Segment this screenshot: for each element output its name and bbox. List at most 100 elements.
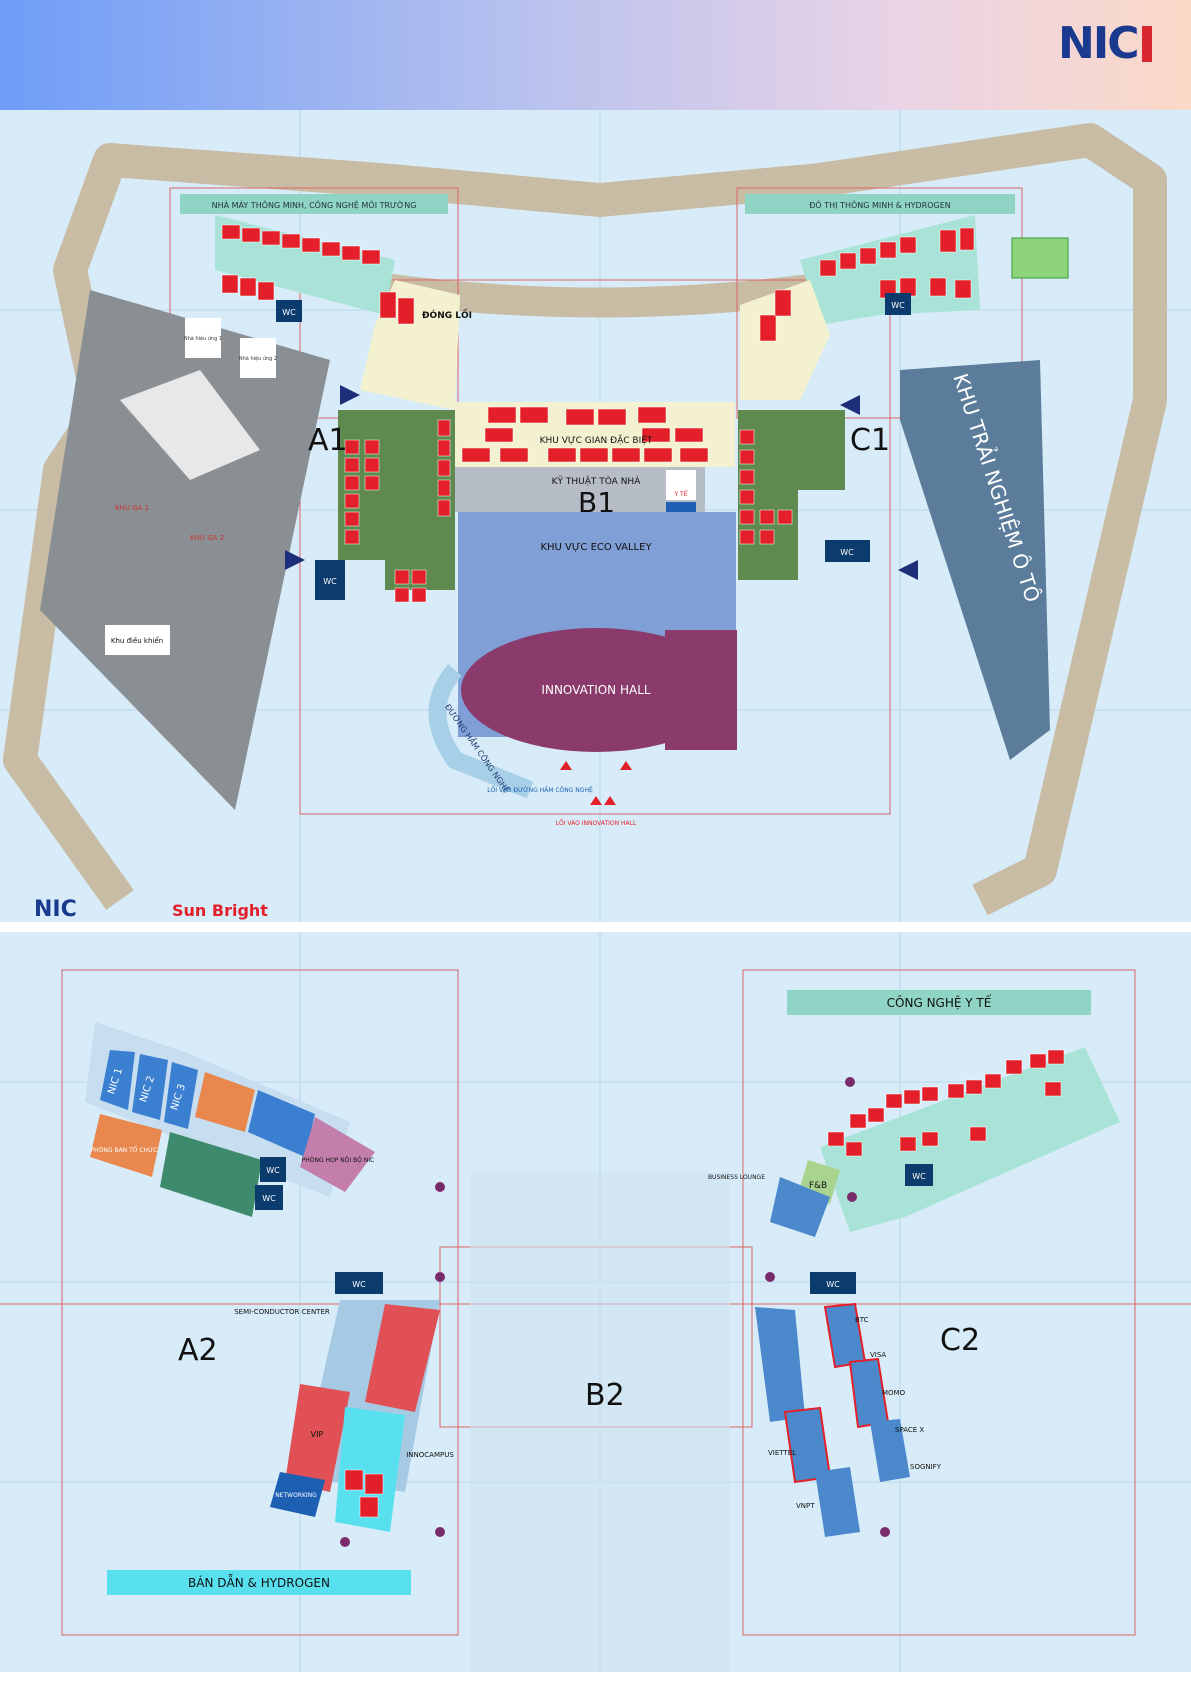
zone-c2-title: CÔNG NGHỆ Y TẾ	[887, 994, 992, 1010]
exhibitor-momo: MOMO	[882, 1389, 906, 1397]
zone-a-title: NHÀ MÁY THÔNG MINH, CÔNG NGHỆ MÔI TRƯỜNG	[212, 199, 417, 211]
exhibitor-sognify: SOGNIFY	[910, 1463, 942, 1471]
a1-wc-2-label: WC	[323, 577, 337, 586]
a2-wc-1-label: WC	[266, 1166, 280, 1175]
entrance-tunnel-label: LỐI VÀO ĐƯỜNG HẦM CÔNG NGHỆ	[487, 786, 593, 794]
a2-wc-3	[335, 1272, 383, 1294]
special-zone-label: KHU VỰC GIAN ĐẶC BIỆT	[540, 434, 653, 446]
map-floor-1: NHÀ MÁY THÔNG MINH, CÔNG NGHỆ MÔI TRƯỜNG…	[0, 110, 1191, 922]
stage	[120, 370, 260, 480]
innovation-hall	[461, 628, 731, 752]
lobby-1-box	[185, 318, 221, 358]
c2-wc-1-label: WC	[912, 1172, 926, 1181]
exhibitor-btc: BTC	[855, 1316, 869, 1324]
zone-c-title-bar	[745, 194, 1015, 214]
access-arrows	[285, 385, 918, 580]
a2-networking-label: NETWORKING	[275, 1492, 317, 1499]
zone-a2-outline	[61, 969, 459, 1636]
label-c2: C2	[940, 1323, 980, 1358]
area-1-label: KHU GA 1	[115, 504, 149, 512]
teal-block	[160, 1132, 262, 1217]
zone-a2-title: BÁN DẪN & HYDROGEN	[188, 1574, 330, 1590]
a2-networking	[270, 1472, 325, 1517]
vip-block	[285, 1384, 350, 1492]
a2-wc-2-label: WC	[262, 1194, 276, 1203]
fnb-label: F&B	[809, 1181, 827, 1191]
c2-wc-2-label: WC	[826, 1280, 840, 1289]
zone-c2-title-bar	[787, 990, 1091, 1015]
nic-logo-text: NIC	[1058, 18, 1139, 69]
meeting-room-label: PHÒNG HỌP NỘI BỘ NIC	[302, 1157, 375, 1164]
c1-booths	[739, 227, 975, 545]
c1-green-2	[790, 410, 845, 490]
c1-wc-2-label: WC	[840, 548, 854, 557]
zone-c-outline	[736, 187, 1023, 419]
green-field-box	[1011, 237, 1069, 279]
page-footer	[0, 1672, 1191, 1685]
c1-wc-1	[885, 293, 911, 315]
c2-wc-1	[905, 1164, 933, 1186]
innovation-hall-label: INNOVATION HALL	[541, 683, 650, 697]
innocampus-block	[335, 1407, 405, 1532]
c2-lower-booths	[755, 1302, 910, 1537]
zone-a2-title-bar	[107, 1570, 411, 1595]
building-tech-area	[455, 467, 705, 512]
medical-box	[666, 470, 696, 500]
org-room-2	[195, 1072, 255, 1132]
exhibitor-viettel: VIETTEL	[768, 1449, 796, 1457]
innovation-hall-tail	[665, 630, 737, 750]
nic-rooms	[100, 1050, 198, 1129]
innocampus-booths	[344, 1469, 384, 1518]
c1-wc-2	[825, 540, 870, 562]
tunnel	[428, 664, 534, 799]
building-tech-label: KỸ THUẬT TÒA NHÀ	[552, 475, 642, 487]
exit-label: ĐÓNG LỐI	[422, 308, 472, 321]
lobby-2-label: Nhà hiệu ứng 2	[239, 355, 277, 362]
entrance-hall-label: LỐI VÀO INNOVATION HALL	[556, 819, 637, 827]
org-room-1	[90, 1114, 162, 1177]
exhibitor-vnpt: VNPT	[796, 1502, 815, 1510]
lobby-1-label: Nhà hiệu ứng 1	[184, 335, 222, 342]
a2-wc-3-label: WC	[352, 1280, 366, 1289]
footer-nic-logo: NIC	[34, 897, 77, 922]
c1-top-block	[800, 215, 980, 325]
a1-booths	[221, 224, 451, 603]
a2-wc-1	[260, 1157, 286, 1182]
map-divider	[0, 922, 1191, 932]
car-zone	[900, 360, 1050, 760]
center-outline	[299, 279, 891, 815]
c1-curve-block	[740, 280, 830, 400]
zone-a-title-bar	[180, 194, 448, 214]
innocampus-label: INNOCAMPUS	[406, 1451, 454, 1459]
exhibitor-spacex: SPACE X	[895, 1426, 924, 1434]
a1-wc-1	[276, 300, 302, 322]
nic-logo: NIC	[1058, 22, 1152, 66]
a1-wc-2	[315, 560, 345, 600]
a2-wc-2	[255, 1185, 283, 1210]
c2-wc-2	[810, 1272, 856, 1294]
exhibitor-visa: VISA	[870, 1351, 886, 1359]
meeting-room	[300, 1117, 375, 1192]
entrance-arrows	[560, 761, 632, 805]
c2-booths	[827, 1049, 1065, 1157]
org-room-1-label: PHÒNG BAN TỔ CHỨC	[91, 1146, 158, 1154]
gallery-area	[40, 290, 330, 810]
business-lounge-label: BUSINESS LOUNGE	[708, 1174, 765, 1181]
sponsor-logo: Sun Bright	[172, 901, 268, 920]
eco-valley-label: KHU VỰC ECO VALLEY	[540, 542, 652, 553]
vip-booths-block	[365, 1304, 440, 1412]
label-a1: A1	[308, 423, 348, 458]
a1-wc-1-label: WC	[282, 308, 296, 317]
center-ghost	[470, 1172, 730, 1672]
lobby-2-box	[240, 338, 276, 378]
special-zone-booths	[461, 406, 709, 463]
nic-room-4	[248, 1090, 315, 1157]
label-c1: C1	[850, 423, 890, 458]
zone-c-title: ĐÔ THỊ THÔNG MINH & HYDROGEN	[809, 199, 951, 211]
location-markers	[340, 1077, 890, 1547]
label-b2: B2	[585, 1378, 625, 1413]
c1-wc-1-label: WC	[891, 301, 905, 310]
semi-center-label: SEMI-CONDUCTOR CENTER	[234, 1308, 330, 1316]
control-room-label: Khu điều khiển	[111, 636, 163, 645]
zone-c2-outline	[742, 969, 1136, 1636]
